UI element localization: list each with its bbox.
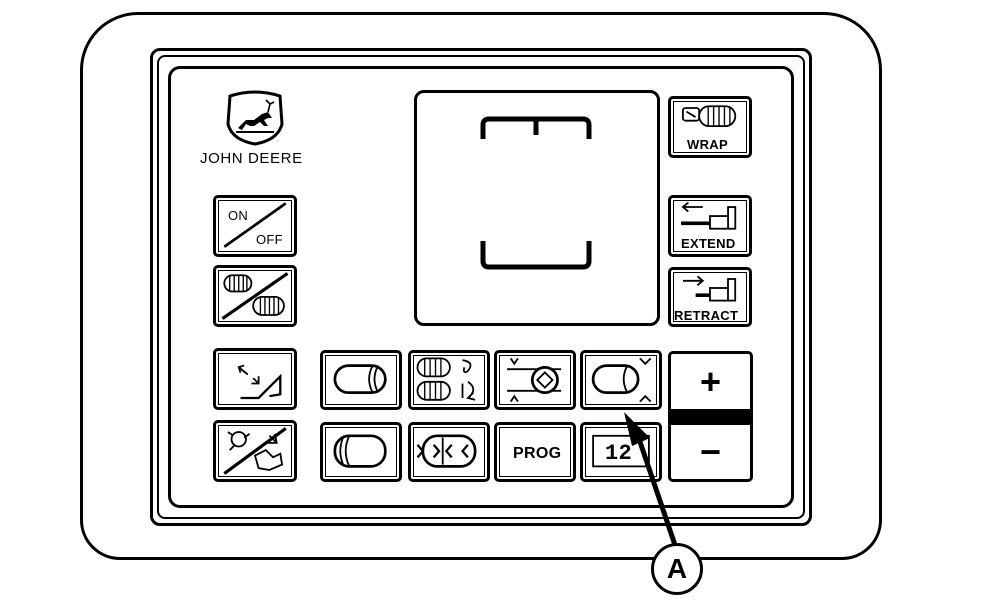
- console-bezel-outer: [150, 48, 812, 526]
- display-bracket-icon: [480, 116, 592, 270]
- counter-button[interactable]: 12: [580, 422, 662, 482]
- net-wrap-button[interactable]: [408, 350, 490, 410]
- plus-button[interactable]: +: [699, 361, 722, 402]
- bale-diameter-button[interactable]: [580, 350, 662, 410]
- deer-logo-icon: [226, 90, 284, 146]
- bales-crossed-icon: [221, 272, 289, 320]
- wrap-label: WRAP: [687, 137, 728, 152]
- retract-cylinder-icon: [683, 275, 737, 302]
- retract-label: RETRACT: [674, 308, 739, 323]
- twine-button[interactable]: [408, 422, 490, 482]
- twine-arrows-icon: [416, 434, 477, 468]
- display-screen: [414, 90, 660, 326]
- prog-label: PROG: [513, 445, 562, 462]
- off-label: OFF: [256, 232, 283, 247]
- extend-label: EXTEND: [681, 236, 736, 251]
- plus-minus-divider: [671, 409, 750, 425]
- on-label: ON: [228, 208, 249, 223]
- density-button[interactable]: [494, 350, 576, 410]
- plus-minus-block: + −: [668, 351, 753, 482]
- wrap-button[interactable]: WRAP: [668, 96, 752, 158]
- extend-cylinder-icon: [681, 201, 737, 230]
- density-icon: [507, 357, 562, 403]
- ramp-arrow-icon: [237, 364, 282, 400]
- minus-button[interactable]: −: [699, 431, 722, 472]
- on-off-button[interactable]: ON OFF: [213, 195, 297, 257]
- bale-diameter-icon: [591, 357, 652, 403]
- brand-name: JOHN DEERE: [200, 150, 303, 167]
- extend-button[interactable]: EXTEND: [668, 195, 752, 257]
- slash-icon: [223, 202, 287, 248]
- console-bezel-inner: [157, 55, 805, 519]
- prog-button[interactable]: PROG: [494, 422, 576, 482]
- bale-size-button[interactable]: [320, 350, 402, 410]
- mechanism-crossed-icon: [223, 427, 287, 475]
- counter-digits: 12: [605, 441, 633, 466]
- bale-count-button[interactable]: [320, 422, 402, 482]
- control-panel: [168, 66, 794, 508]
- retract-button[interactable]: RETRACT: [668, 267, 752, 327]
- wrap-roll-icon: [682, 105, 737, 127]
- bale-icon: [333, 364, 387, 394]
- bales-rotate-icon: [416, 357, 476, 401]
- bale-icon-2: [333, 434, 387, 468]
- bale-cancel-button[interactable]: [213, 265, 297, 327]
- callout-a: A: [651, 543, 703, 595]
- auto-cancel-button[interactable]: [213, 420, 297, 482]
- ramp-button[interactable]: [213, 348, 297, 410]
